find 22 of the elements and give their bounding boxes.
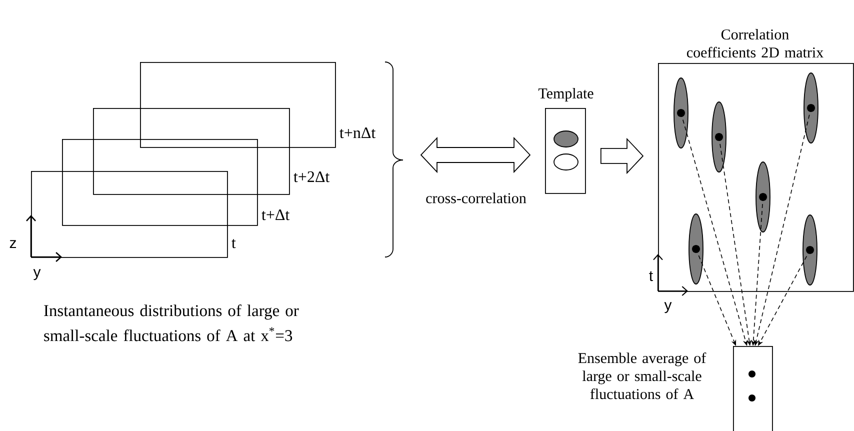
block-arrow [600,138,644,174]
axis-label: y [664,302,672,314]
time-label: t+nΔt [340,127,376,138]
ellipse-mark [756,162,770,232]
node-label: Template [538,88,594,102]
result-box: Ensemble average of large or small-scale fluctuations of A [578,346,773,431]
axis-label: t [649,271,653,282]
caption: Instantaneous distributions of large or small-scale fluctuations of A at x$^{*}$=3 [44,304,299,342]
time-label: t [232,239,236,248]
template-box: Template [538,88,594,194]
time-label: t+Δt [262,209,290,220]
node-label: Correlation coefficients 2D matrix [686,29,824,58]
edge-label: cross-correlation [424,192,528,204]
ellipse-mark [804,72,818,144]
ellipse-mark [802,214,818,286]
node-label: Ensemble average of large or small-scale fluctuations of A [578,352,706,400]
axis-label: z [10,240,16,248]
ellipse-mark [712,102,726,172]
time-label: t+2Δt [294,171,330,182]
ellipse-mark [688,214,704,284]
matrix-box: Correlation coefficients 2D matrix [658,29,854,292]
ellipse-mark [674,78,688,148]
